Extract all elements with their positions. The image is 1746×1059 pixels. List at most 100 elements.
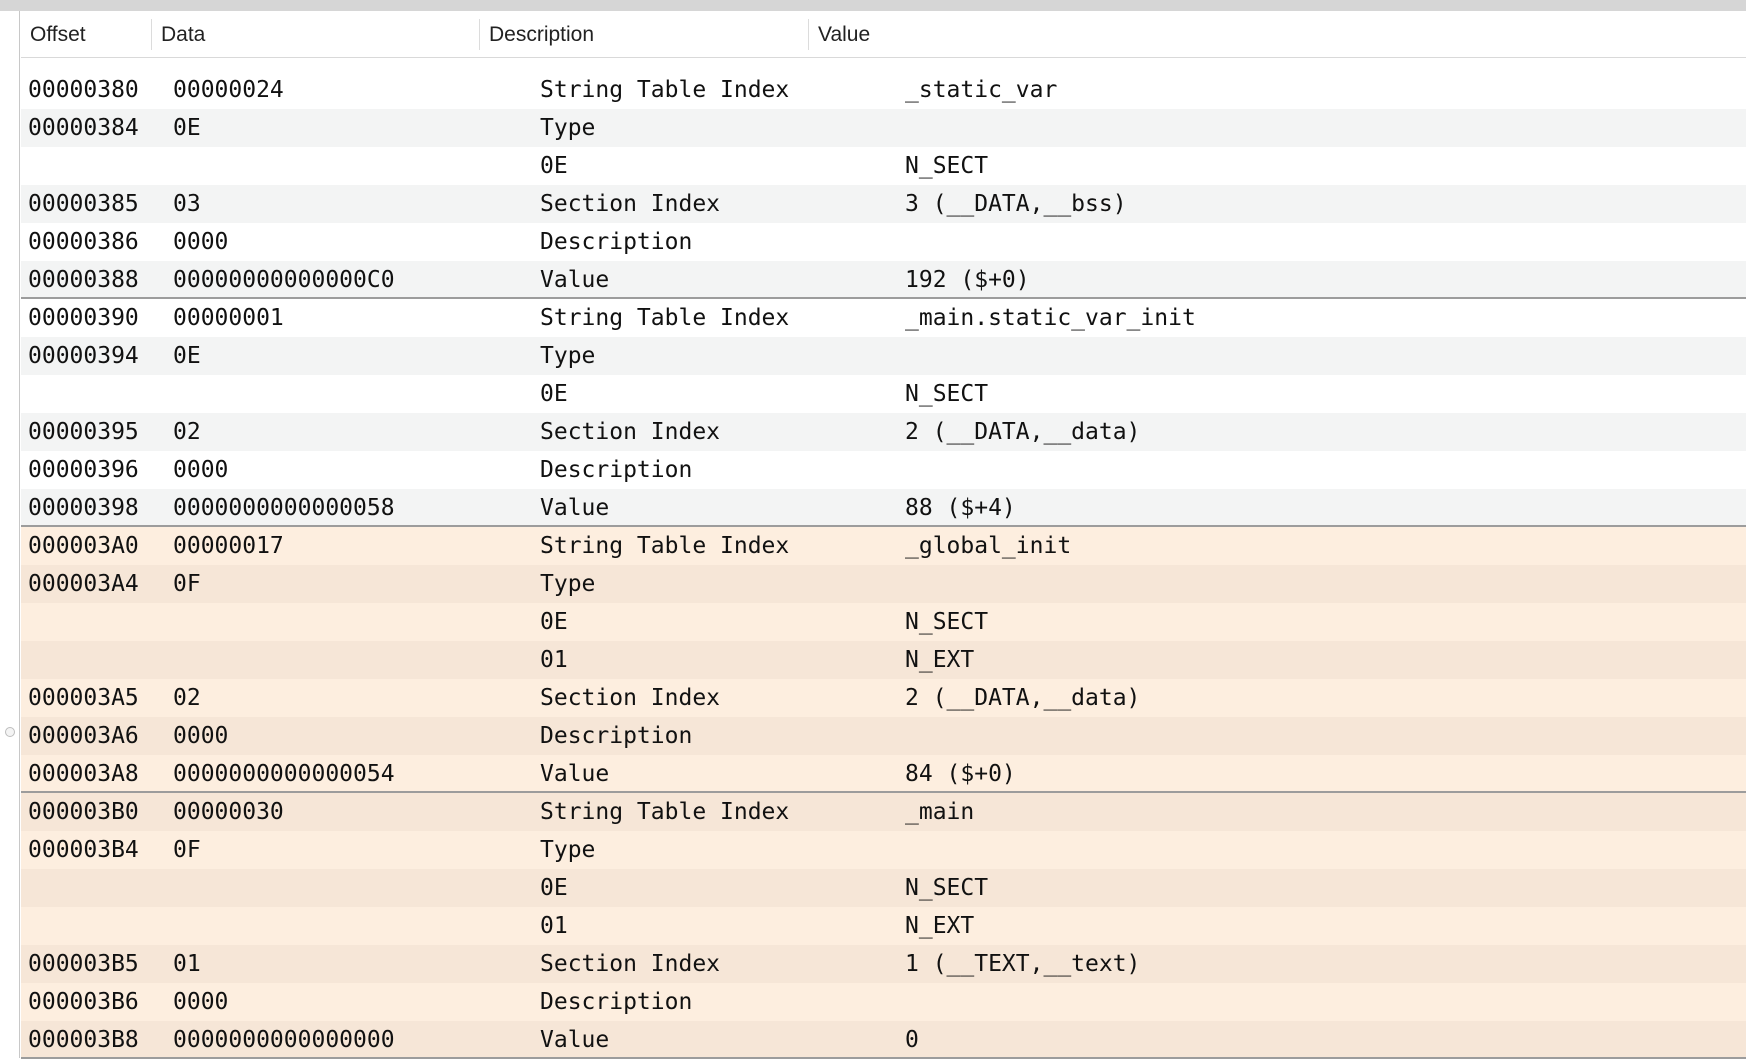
table-row[interactable]: 000003B6 0000 Description bbox=[21, 983, 1746, 1021]
cell-value: 84 ($+0) bbox=[905, 761, 1016, 787]
cell-offset: 00000385 bbox=[28, 191, 139, 217]
cell-offset: 000003B0 bbox=[28, 799, 139, 825]
table-row[interactable]: 00000386 0000 Description bbox=[21, 223, 1746, 261]
cell-description: Type bbox=[540, 343, 596, 369]
cell-description: String Table Index bbox=[540, 799, 790, 825]
cell-description: Section Index bbox=[540, 191, 721, 217]
cell-description: Type bbox=[540, 115, 596, 141]
cell-value: N_SECT bbox=[905, 153, 989, 179]
cell-offset: 00000396 bbox=[28, 457, 139, 483]
cell-offset: 000003A5 bbox=[28, 685, 139, 711]
cell-description: 0E bbox=[540, 153, 568, 179]
column-header-description[interactable]: Description bbox=[489, 23, 595, 46]
cell-description: Section Index bbox=[540, 419, 721, 445]
cell-value: 3 (__DATA,__bss) bbox=[905, 191, 1127, 217]
left-pane-edge bbox=[0, 11, 20, 1058]
column-header-value[interactable]: Value bbox=[818, 23, 871, 46]
cell-description: 0E bbox=[540, 609, 568, 635]
column-divider[interactable] bbox=[151, 19, 152, 50]
cell-offset: 000003A4 bbox=[28, 571, 139, 597]
cell-value: 2 (__DATA,__data) bbox=[905, 685, 1141, 711]
cell-offset: 000003B6 bbox=[28, 989, 139, 1015]
cell-value: _static_var bbox=[905, 77, 1058, 103]
cell-description: Description bbox=[540, 989, 693, 1015]
cell-value: N_EXT bbox=[905, 647, 975, 673]
cell-data: 0E bbox=[173, 343, 201, 369]
cell-offset: 000003A6 bbox=[28, 723, 139, 749]
cell-description: Value bbox=[540, 1027, 610, 1053]
splitter-handle[interactable] bbox=[5, 727, 15, 737]
cell-data: 00000024 bbox=[173, 77, 284, 103]
cell-offset: 000003B8 bbox=[28, 1027, 139, 1053]
cell-value: _main bbox=[905, 799, 975, 825]
cell-offset: 00000394 bbox=[28, 343, 139, 369]
window-top-bar bbox=[0, 0, 1746, 11]
cell-value: _main.static_var_init bbox=[905, 305, 1196, 331]
cell-data: 0000 bbox=[173, 457, 229, 483]
cell-offset: 00000398 bbox=[28, 495, 139, 521]
cell-offset: 00000395 bbox=[28, 419, 139, 445]
table-row[interactable]: 0E N_SECT bbox=[21, 603, 1746, 641]
cell-data: 0000000000000000 bbox=[173, 1027, 395, 1053]
cell-value: N_SECT bbox=[905, 609, 989, 635]
cell-description: Description bbox=[540, 457, 693, 483]
cell-description: 01 bbox=[540, 913, 568, 939]
cell-data: 0000 bbox=[173, 989, 229, 1015]
cell-offset: 00000388 bbox=[28, 267, 139, 293]
cell-data: 02 bbox=[173, 419, 201, 445]
column-header-data[interactable]: Data bbox=[161, 23, 206, 46]
cell-data: 0E bbox=[173, 115, 201, 141]
table-row[interactable]: 000003A5 02 Section Index 2 (__DATA,__data) bbox=[21, 679, 1746, 717]
table-row[interactable]: 0E N_SECT bbox=[21, 147, 1746, 185]
cell-description: 0E bbox=[540, 381, 568, 407]
cell-data: 00000000000000C0 bbox=[173, 267, 395, 293]
cell-offset: 00000386 bbox=[28, 229, 139, 255]
column-header-offset[interactable]: Offset bbox=[30, 23, 86, 46]
table-row[interactable]: 00000380 00000024 String Table Index _stati… bbox=[21, 71, 1746, 109]
column-divider[interactable] bbox=[479, 19, 480, 50]
cell-description: Type bbox=[540, 571, 596, 597]
cell-description: 01 bbox=[540, 647, 568, 673]
cell-offset: 000003A0 bbox=[28, 533, 139, 559]
cell-data: 0000 bbox=[173, 723, 229, 749]
table-row[interactable]: 01 N_EXT bbox=[21, 641, 1746, 679]
column-divider[interactable] bbox=[808, 19, 809, 50]
cell-value: 1 (__TEXT,__text) bbox=[905, 951, 1141, 977]
cell-description: Value bbox=[540, 761, 610, 787]
table-row[interactable]: 00000388 00000000000000C0 Value 192 ($+0) bbox=[21, 261, 1746, 299]
cell-value: _global_init bbox=[905, 533, 1072, 559]
cell-description: Section Index bbox=[540, 685, 721, 711]
cell-value: N_SECT bbox=[905, 875, 989, 901]
cell-description: Value bbox=[540, 267, 610, 293]
cell-data: 01 bbox=[173, 951, 201, 977]
cell-description: Description bbox=[540, 229, 693, 255]
cell-description: Value bbox=[540, 495, 610, 521]
table-row[interactable]: 00000396 0000 Description bbox=[21, 451, 1746, 489]
cell-data: 0000 bbox=[173, 229, 229, 255]
cell-data: 00000001 bbox=[173, 305, 284, 331]
cell-data: 0F bbox=[173, 837, 201, 863]
cell-description: String Table Index bbox=[540, 533, 790, 559]
cell-data: 02 bbox=[173, 685, 201, 711]
cell-offset: 00000380 bbox=[28, 77, 139, 103]
table-row[interactable]: 00000394 0E Type bbox=[21, 337, 1746, 375]
cell-description: String Table Index bbox=[540, 77, 790, 103]
cell-value: 192 ($+0) bbox=[905, 267, 1030, 293]
